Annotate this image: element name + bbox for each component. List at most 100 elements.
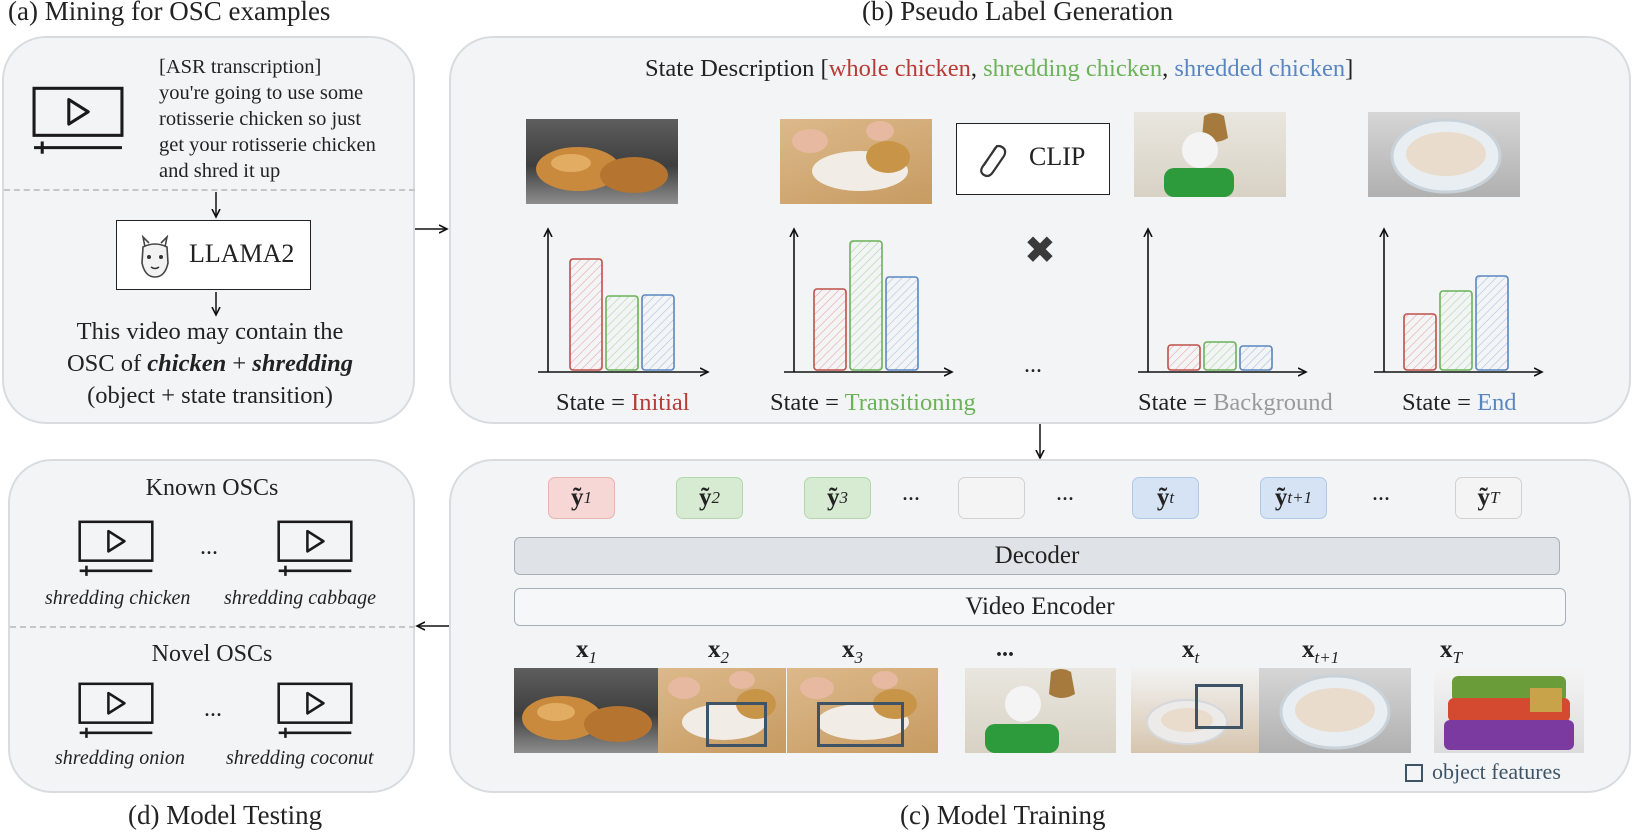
shredded-chicken-image [1279,674,1391,750]
conclusion-prefix: OSC of [66,350,148,377]
video-icon [78,520,154,576]
x-subscript: t [1194,648,1200,667]
shredding-chicken-image [668,671,776,740]
video-encoder-block: Video Encoder [514,588,1566,626]
conclusion-line: (object + state transition) [87,382,333,409]
bar-transitioning-shredding [849,240,883,371]
state-whole: whole chicken [828,55,971,82]
state-description: State Description [whole chicken, shredd… [645,55,1353,83]
person-image [985,669,1075,753]
bar-end-shredding [1439,290,1473,371]
desc-suffix: ] [1345,55,1354,82]
llama-icon [141,235,169,278]
asr-line: rotisserie chicken so just [159,108,362,130]
frame-label: xt+1 [1302,636,1339,668]
bar-background-shredding [1203,341,1237,371]
state-value: Transitioning [844,389,976,416]
desc-sep: , [970,55,984,82]
llm-label: LLAMA2 [189,239,295,268]
video-frame [514,668,658,753]
state-value: Background [1213,389,1333,416]
frame-label: x3 [842,636,863,668]
legend-label: object features [1432,759,1561,784]
object-feature-box [706,702,767,747]
state-prefix: State = [770,389,845,416]
asr-line: and shred it up [159,160,281,182]
meal-prep-containers-image [1444,676,1574,750]
ellipsis: ... [1024,352,1042,378]
panel-c-title: (c) Model Training [900,800,1106,830]
whole-chicken-image [522,696,652,742]
conclusion-line: This video may contain the [76,318,344,345]
known-oscs-title: Known OSCs [145,475,279,501]
y-label: ỹ [827,484,840,511]
frame-thumbnail-shredded [1368,112,1520,197]
ellipsis: ... [1056,480,1074,506]
person-image [1164,113,1234,197]
video-icon [277,682,353,738]
x-label: x [708,636,721,663]
bar-initial-whole [569,258,603,371]
divider-line [4,189,415,191]
x-label: x [842,636,855,663]
ellipsis: ... [200,534,218,560]
shredding-chicken-image [800,671,917,740]
x-subscript: 2 [720,648,730,667]
bar-initial-shredding [605,295,639,371]
decoder-label: Decoder [994,542,1080,569]
ellipsis: ... [204,696,222,722]
y-subscript: 1 [583,488,593,507]
frame-label: x1 [576,636,597,668]
x-subscript: 3 [854,648,864,667]
paperclip-icon [980,144,1007,178]
state-label-background: State = Background [1138,389,1333,417]
ellipsis: ... [1372,480,1390,506]
desc-prefix: State Description [ [645,55,829,82]
clip-box: CLIP [956,123,1110,195]
x-subscript: t+1 [1314,648,1340,667]
asr-line: you're going to use some [159,82,364,104]
bar-background-shredded [1239,345,1273,371]
ellipsis: ... [902,480,920,506]
decoder-block: Decoder [514,537,1560,575]
state-label-initial: State = Initial [556,389,690,417]
asr-transcription: [ASR transcription] you're going to use … [159,54,376,184]
shredded-chicken-image [1390,118,1502,194]
state-prefix: State = [1138,389,1214,416]
known-osc-item: shredding cabbage [224,587,377,609]
legend-swatch [1405,764,1423,782]
bar-end-shredded [1475,275,1509,371]
y-label: ỹ [699,484,712,511]
frame-thumbnail-background [1134,112,1286,197]
llm-box: LLAMA2 [116,220,311,290]
bar-transitioning-whole [813,288,847,371]
frame-label: xt [1182,636,1199,668]
multiply-icon: ✖ [1024,230,1056,272]
x-subscript: T [1452,648,1462,667]
clip-label: CLIP [1029,142,1086,171]
video-frame [787,668,938,753]
divider-line [10,626,415,628]
video-icon [277,520,353,576]
conclusion-object: chicken [147,350,227,377]
y-subscript: 2 [711,488,721,507]
y-subscript: T [1490,488,1500,507]
encoder-label: Video Encoder [965,593,1115,620]
state-prefix: State = [1402,389,1478,416]
y-label: ỹ [571,484,584,511]
x-label: x [1182,636,1195,663]
video-icon [78,682,154,738]
novel-oscs-title: Novel OSCs [151,641,273,667]
bar-initial-shredded [641,294,675,371]
state-shredded: shredded chicken [1174,55,1346,82]
frame-thumbnail-whole-chicken [526,119,678,204]
object-feature-box [817,702,904,747]
state-value: Initial [631,389,690,416]
mining-conclusion: This video may contain the OSC of chicke… [0,316,420,412]
y-label: ỹ [1274,484,1288,511]
